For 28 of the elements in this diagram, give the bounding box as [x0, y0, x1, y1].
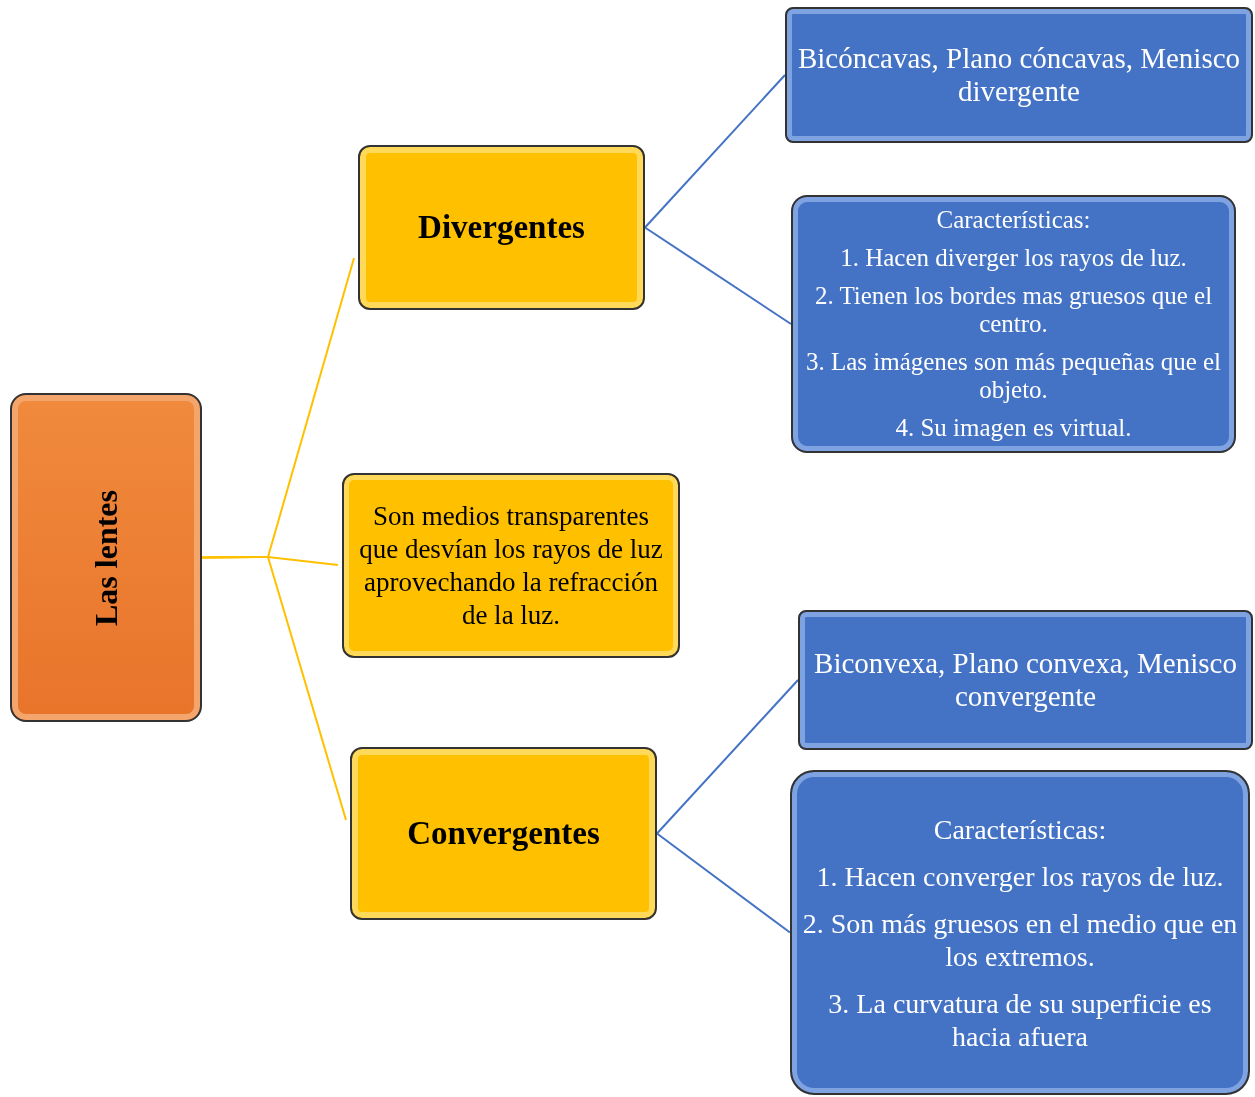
concept-box: [350, 747, 657, 920]
box-text: 4. Su imagen es virtual.: [895, 414, 1132, 442]
box-text: Bicóncavas, Plano cóncavas, Menisco divergente: [796, 42, 1242, 108]
connector-line: [656, 832, 791, 934]
concept-box: [791, 195, 1236, 453]
box-text: Las lentes: [87, 489, 125, 626]
box-heading: Características:: [936, 206, 1091, 234]
box-text: 3. Las imágenes son más pequeñas que el objeto.: [804, 348, 1223, 404]
concept-box: [785, 7, 1253, 143]
connector-line: [656, 679, 799, 835]
concept-box: [342, 473, 680, 658]
box-text: 2. Son más gruesos en el medio que en los extremos.: [801, 906, 1239, 973]
connector-line: [201, 556, 347, 821]
topic-box: [10, 393, 202, 722]
box-text: 3. La curvatura de su superficie es hacia afuera: [827, 986, 1213, 1053]
box-text: 2. Tienen los bordes mas gruesos que el centro.: [813, 282, 1214, 338]
concept-box: [790, 770, 1250, 1095]
box-text: Biconvexa, Plano convexa, Menisco convergente: [813, 647, 1238, 713]
box-text: Convergentes: [407, 813, 600, 853]
connector-line: [644, 226, 792, 325]
concept-box: [358, 145, 645, 310]
box-text: Divergentes: [418, 207, 585, 247]
connector-line: [644, 74, 786, 229]
box-heading: Características:: [933, 812, 1107, 846]
box-text: 1. Hacen converger los rayos de luz.: [816, 859, 1224, 893]
box-text: 1. Hacen diverger los rayos de luz.: [840, 244, 1187, 272]
concept-box: [798, 610, 1253, 750]
box-text: Son medios transparentes que desvían los rayos de luz aprovechando la refracción de la luz.: [358, 499, 664, 632]
